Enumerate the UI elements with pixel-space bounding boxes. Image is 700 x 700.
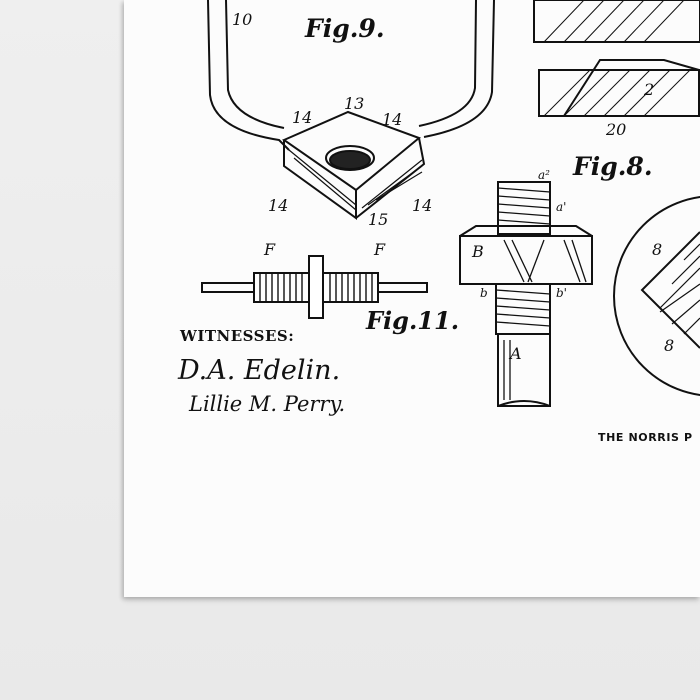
ref-letter-f-left: F (264, 240, 276, 259)
ref-letter-a1: a' (556, 200, 567, 214)
ref-numeral-8b: 8 (664, 336, 675, 355)
witness-signature-2: Lillie M. Perry. (189, 392, 346, 416)
upper-right-hatching (543, 0, 691, 117)
ref-numeral-20: 20 (606, 120, 627, 139)
ref-numeral-14d: 14 (412, 196, 433, 215)
ref-numeral-2: 2 (644, 80, 655, 99)
figure-8-label: Fig.8. (573, 152, 653, 181)
ref-numeral-14b: 14 (382, 110, 403, 129)
ref-numeral-8a: 8 (652, 240, 663, 259)
witness-signature-1: D.A. Edelin. (178, 355, 341, 386)
ref-numeral-15: 15 (368, 210, 389, 229)
fig9-shield-drawing (207, 0, 495, 220)
ref-letter-f-right: F (374, 240, 386, 259)
ref-numeral-14a: 14 (292, 108, 313, 127)
patent-print: Fig.9. Fig.8. Fig.11. 10 13 14 14 14 14 … (124, 0, 700, 597)
fig-upper-right-block (533, 0, 700, 117)
ref-numeral-10: 10 (232, 10, 253, 29)
patent-drawing (201, 0, 700, 407)
printer-credit: THE NORRIS P (598, 431, 693, 444)
ref-letter-a: A (510, 344, 522, 363)
fig11-threads (259, 273, 373, 302)
fig8-disc-drawing (613, 196, 700, 396)
ref-letter-b: B (472, 242, 484, 261)
ref-letter-a2: a² (538, 168, 550, 182)
bolt-threads (495, 187, 587, 400)
ref-numeral-13: 13 (344, 94, 365, 113)
ref-numeral-14c: 14 (268, 196, 289, 215)
ref-letter-b2: b' (556, 286, 567, 300)
fig9-hatching (288, 149, 423, 211)
witnesses-heading: WITNESSES: (180, 327, 295, 345)
figure-11-label: Fig.11. (366, 306, 460, 335)
fig8-hatching (659, 243, 700, 335)
fig11-threaded-rod (201, 255, 428, 319)
figure-9-label: Fig.9. (305, 14, 385, 43)
ref-letter-b1: b (480, 286, 488, 300)
